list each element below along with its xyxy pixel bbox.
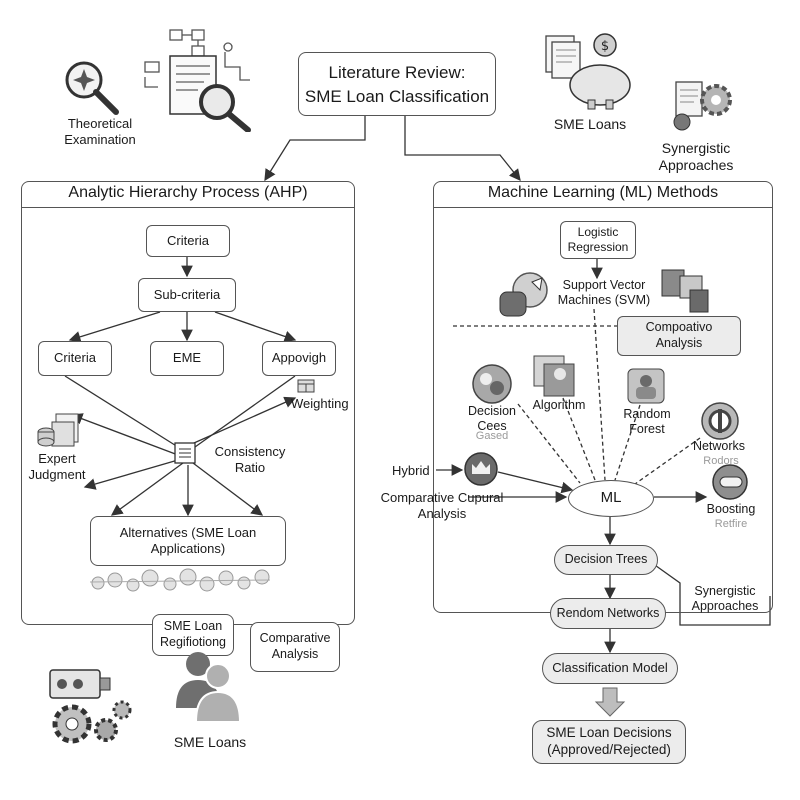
sme-loan-decisions-box: SME Loan Decisions (Approved/Rejected) xyxy=(532,720,686,764)
logistic-box: Logistic Regression xyxy=(560,221,636,259)
algorithm-icon xyxy=(533,355,575,397)
magnifier-icon xyxy=(65,61,119,115)
document-search-icon xyxy=(144,29,251,132)
ml-title: Machine Learning (ML) Methods xyxy=(487,184,719,201)
chart-comparison-icon xyxy=(661,269,709,313)
boosting-faded-label: Retfire xyxy=(714,518,748,530)
comparative-cupural-label: Comparative Cupural Analysis xyxy=(380,490,504,521)
title-line-1: Literature Review: xyxy=(328,63,466,82)
sme-loan-bubble: SME Loan Regifiotiong xyxy=(152,614,234,656)
networks-icon xyxy=(701,402,739,440)
ml-node: ML xyxy=(568,480,654,517)
alternatives-box: Alternatives (SME Loan Applications) xyxy=(90,516,286,566)
random-forest-label: Random Forest xyxy=(623,407,671,436)
hybrid-label: Hybrid xyxy=(392,463,430,478)
decision-cees-label: Decision Cees xyxy=(468,404,516,433)
compoativo-box: Compoativo Analysis xyxy=(617,316,741,356)
boosting-icon xyxy=(712,464,748,500)
algorithm-label: Algorithm xyxy=(532,398,586,412)
weighting-icon xyxy=(297,379,315,393)
subcriteria-box: Sub-criteria xyxy=(138,278,236,312)
classification-model-box: Classification Model xyxy=(542,653,678,684)
svg-text:$: $ xyxy=(601,39,609,54)
sme-loans-top-label: SME Loans xyxy=(553,116,627,132)
synergistic-top-label: Synergistic Approaches xyxy=(658,140,734,173)
weighting-label: Weighting xyxy=(291,396,349,411)
decision-faded-label: Gased xyxy=(475,430,509,442)
title-line-2: SME Loan Classification xyxy=(304,87,490,106)
machinery-gears-icon xyxy=(49,669,132,744)
synergistic-ml-label: Synergistic Approaches xyxy=(691,584,759,613)
consistency-node-icon xyxy=(174,442,196,464)
diagram-title: Literature Review: SME Loan Classificati… xyxy=(298,52,496,116)
networks-label: Networks xyxy=(692,439,746,453)
gears-document-icon xyxy=(673,81,732,131)
expert-judgment-icon xyxy=(37,413,79,447)
svm-label: Support Vector Machines (SVM) xyxy=(557,278,651,307)
expert-label: Expert Judgment xyxy=(28,451,86,482)
appovigh-box: Appovigh xyxy=(262,341,336,376)
networks-faded-label: Rodors xyxy=(703,455,739,467)
users-icon xyxy=(176,652,242,723)
ml-title-divider xyxy=(433,207,773,208)
boosting-label: Boosting xyxy=(706,502,756,516)
eme-box: EME xyxy=(150,341,224,376)
decision-trees-box: Decision Trees xyxy=(554,545,658,575)
hybrid-crown-icon xyxy=(464,452,498,486)
decision-cees-icon xyxy=(472,364,512,404)
piggy-bank-icon: $ xyxy=(545,33,631,110)
comparative-bubble: Comparative Analysis xyxy=(250,622,340,672)
criteria-box: Criteria xyxy=(38,341,112,376)
ahp-title-divider xyxy=(21,207,355,208)
consistency-label: Consistency Ratio xyxy=(214,444,286,475)
sme-loans-bottom-label: SME Loans xyxy=(173,734,247,750)
rendom-networks-box: Rendom Networks xyxy=(550,598,666,629)
random-forest-icon xyxy=(627,368,665,404)
criteria-top-box: Criteria xyxy=(146,225,230,257)
ahp-title: Analytic Hierarchy Process (AHP) xyxy=(68,184,308,201)
theoretical-label: Theoretical Examination xyxy=(64,116,136,147)
svm-icon xyxy=(499,272,548,317)
